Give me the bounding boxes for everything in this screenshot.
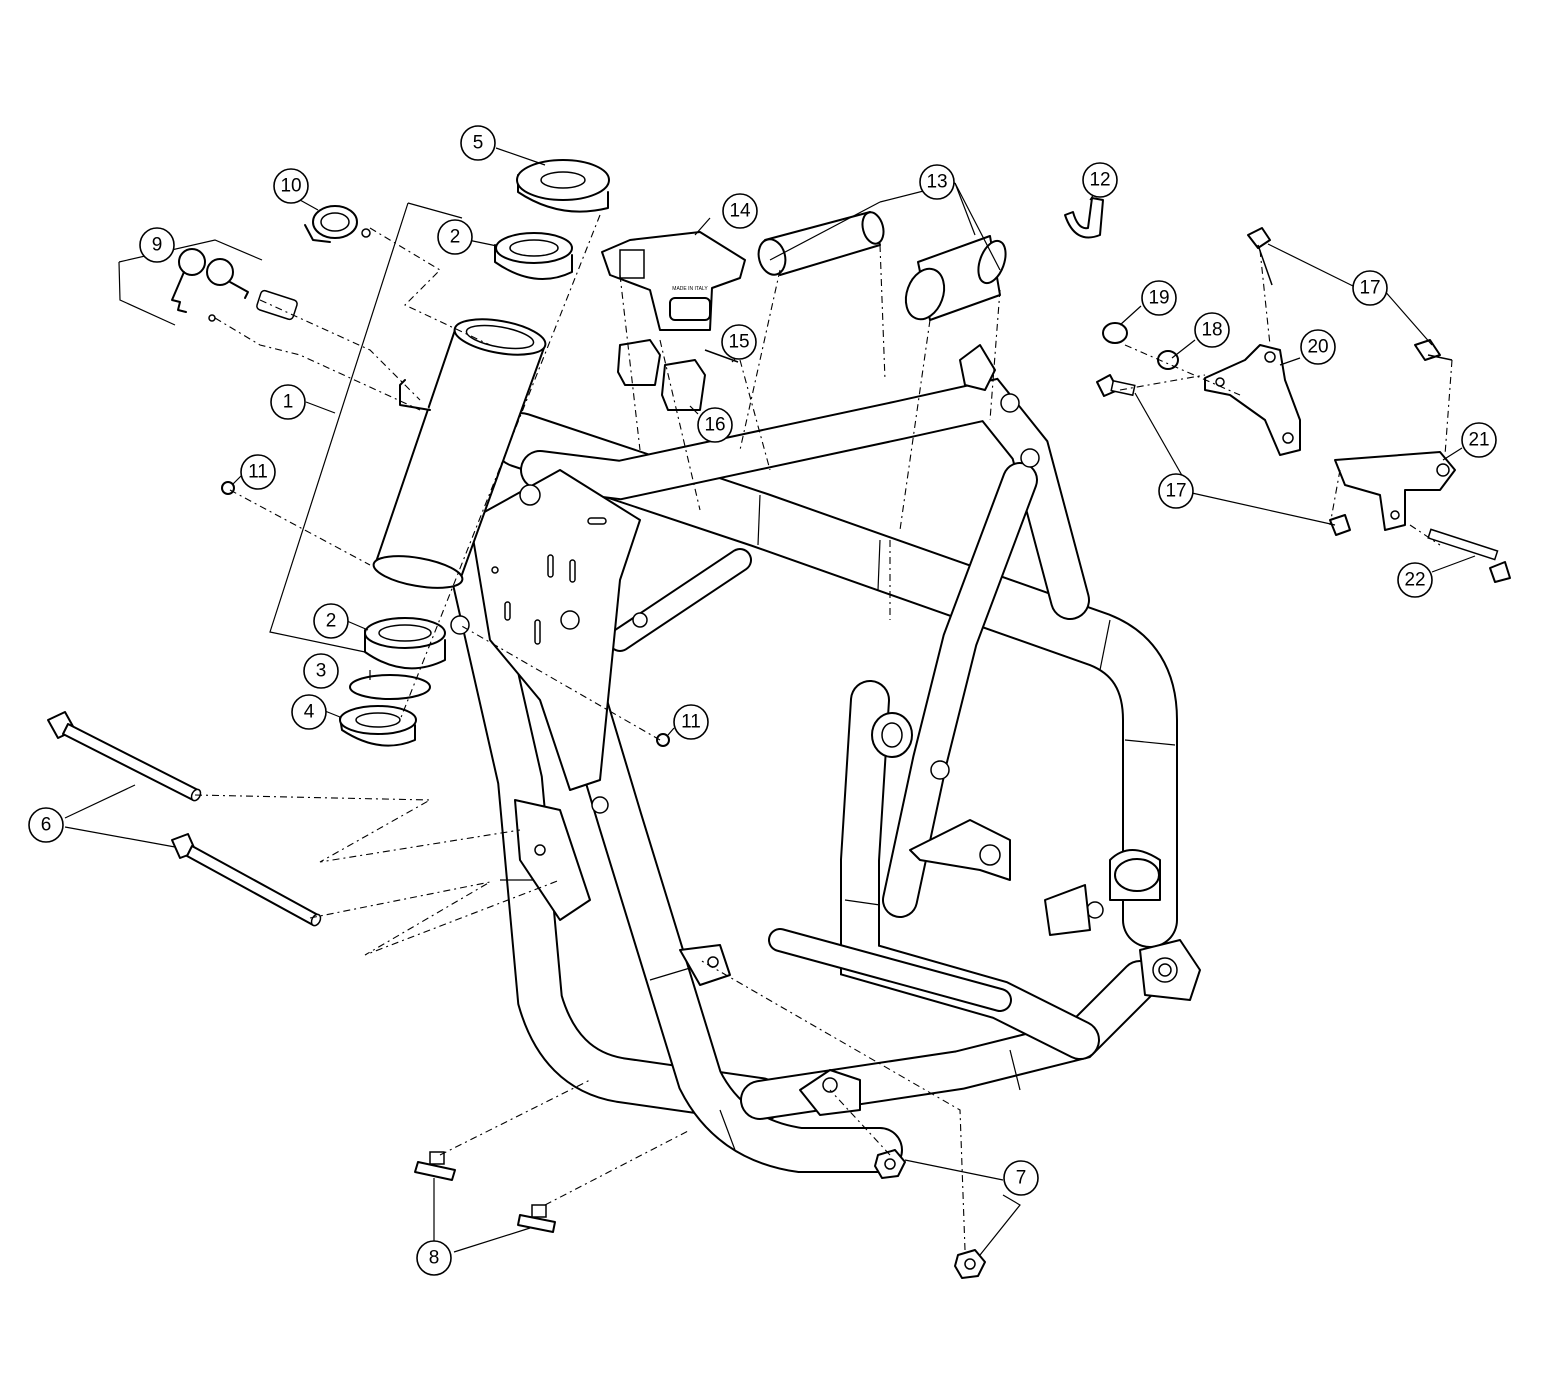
part-19-washer	[1102, 322, 1128, 344]
front-lower-tab	[514, 799, 591, 921]
callout-14: 14	[722, 193, 758, 229]
part-5-seal-ring	[516, 159, 610, 213]
callout-7: 7	[1003, 1160, 1039, 1196]
part-10-lock-clamp	[304, 205, 371, 243]
callout-8-label: 8	[429, 1248, 440, 1269]
callout-5: 5	[460, 125, 496, 161]
part-8-plug-b	[517, 1204, 556, 1233]
callout-1-label: 1	[283, 392, 294, 413]
callout-3: 3	[303, 653, 339, 689]
part-2-upper-bearing	[494, 232, 573, 281]
part-16-pad-b	[661, 359, 706, 411]
callout-8: 8	[416, 1240, 452, 1276]
part-8-plug-a	[414, 1151, 456, 1181]
callout-2-upper-label: 2	[450, 227, 461, 248]
part-17-bolt-a	[1247, 227, 1273, 286]
part-18-washer	[1157, 350, 1179, 370]
part-17-bolt-b	[1414, 339, 1453, 361]
callout-15-label: 15	[728, 332, 749, 353]
callout-6-label: 6	[41, 815, 52, 836]
side-stand-tab	[679, 944, 731, 986]
callout-10: 10	[273, 168, 309, 204]
upper-shock-mount	[959, 344, 996, 391]
callout-18: 18	[1194, 312, 1230, 348]
plate-slots	[491, 484, 609, 814]
callout-17-upper: 17	[1352, 270, 1388, 306]
part-22-bolt	[1427, 528, 1511, 583]
part-7-nut-a	[874, 1149, 906, 1179]
part-15-clip	[704, 349, 739, 363]
part-16-pad-a	[617, 339, 661, 386]
part-21-bracket	[1334, 451, 1456, 531]
part-17-bolt-d	[1329, 514, 1351, 536]
callout-20: 20	[1300, 329, 1336, 365]
callout-17-lower-label: 17	[1165, 481, 1186, 502]
callout-4-label: 4	[304, 702, 315, 723]
part-17-bolt-c	[1096, 374, 1136, 397]
callout-1: 1	[270, 384, 306, 420]
callout-11-right: 11	[673, 704, 709, 740]
callout-18-label: 18	[1201, 320, 1222, 341]
callout-11-right-label: 11	[681, 712, 701, 733]
callout-9: 9	[139, 227, 175, 263]
part-2-lower-bearing	[364, 617, 446, 670]
callout-19: 19	[1141, 280, 1177, 316]
callout-13: 13	[919, 164, 955, 200]
made-in-italy-label: MADE IN ITALY	[672, 286, 708, 292]
part-13-sleeve-a	[757, 211, 885, 276]
part-13-sleeve-b	[904, 235, 1007, 321]
callout-3-label: 3	[316, 661, 327, 682]
part-20-bracket	[1204, 344, 1301, 456]
assembly-lines	[194, 214, 1453, 1251]
callout-16: 16	[697, 407, 733, 443]
callout-11-left-label: 11	[248, 462, 268, 483]
callout-4: 4	[291, 694, 327, 730]
part-11-screw-a	[221, 481, 235, 495]
steering-gusset-plate	[469, 469, 641, 791]
callout-9-label: 9	[152, 235, 163, 256]
callout-17-upper-label: 17	[1359, 278, 1380, 299]
part-4-lower-seal	[339, 705, 417, 747]
part-7-nut-b	[954, 1249, 986, 1279]
callout-2-lower-label: 2	[326, 611, 337, 632]
rear-engine-mount	[909, 819, 1011, 881]
callout-2-upper: 2	[437, 219, 473, 255]
callout-7-label: 7	[1016, 1168, 1027, 1189]
callout-10-label: 10	[280, 176, 301, 197]
steering-head-tube	[372, 318, 547, 589]
callout-17-lower: 17	[1158, 473, 1194, 509]
part-9-keys	[171, 248, 298, 322]
part-14-electrical-box: MADE IN ITALY	[601, 231, 746, 331]
main-frame	[447, 377, 1178, 1173]
part-6-bolt-a	[47, 711, 202, 802]
callout-12: 12	[1082, 162, 1118, 198]
part-3-oring	[349, 674, 431, 700]
callout-6: 6	[28, 807, 64, 843]
callout-19-label: 19	[1148, 288, 1169, 309]
callout-22-label: 22	[1404, 570, 1425, 591]
callout-15: 15	[721, 324, 757, 360]
callout-16-label: 16	[704, 415, 725, 436]
part-11-screw-b	[656, 733, 670, 747]
callout-22: 22	[1397, 562, 1433, 598]
callout-14-label: 14	[729, 201, 751, 222]
part-12-hose-clamp	[1064, 197, 1104, 239]
callout-20-label: 20	[1307, 337, 1328, 358]
callout-21-label: 21	[1468, 430, 1489, 451]
callout-11-left: 11	[240, 454, 276, 490]
callout-12-label: 12	[1089, 170, 1110, 191]
callout-5-label: 5	[473, 133, 484, 154]
callout-2-lower: 2	[313, 603, 349, 639]
part-6-bolt-b	[171, 833, 322, 927]
callout-21: 21	[1461, 422, 1497, 458]
callout-13-label: 13	[926, 172, 947, 193]
